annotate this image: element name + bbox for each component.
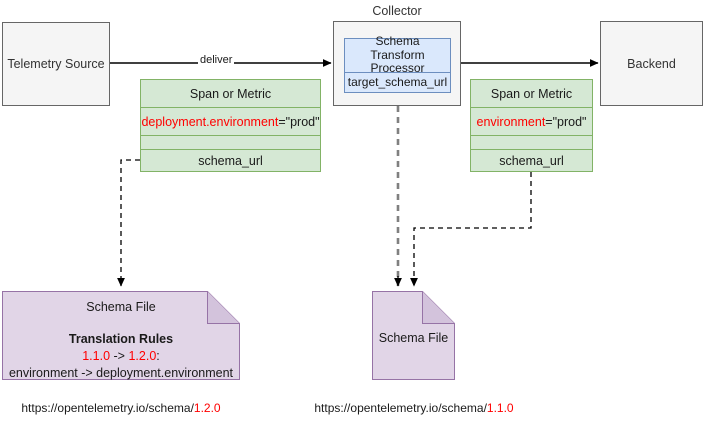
node-backend[interactable]: Backend: [600, 21, 703, 106]
span-after-blank-row: [471, 135, 592, 149]
backend-label: Backend: [627, 56, 676, 71]
schema-file-left-url-prefix: https://opentelemetry.io/schema/: [21, 401, 194, 415]
span-after-header: Span or Metric: [490, 86, 573, 101]
schema-file-middle-header: Schema File: [378, 331, 449, 345]
span-before-header: Span or Metric: [189, 86, 272, 101]
span-after-attribute: environment="prod": [471, 107, 592, 135]
processor-target-schema-url-field[interactable]: target_schema_url: [345, 72, 450, 93]
node-schema-file-left[interactable]: Schema File Translation Rules 1.1.0 -> 1…: [2, 291, 240, 380]
span-after-attribute-value: ="prod": [545, 114, 587, 129]
schema-file-left-url: https://opentelemetry.io/schema/1.2.0: [2, 401, 240, 415]
edge-span-after-to-schema-file: [410, 172, 532, 287]
schema-file-left-rules-title: Translation Rules: [68, 332, 174, 346]
schema-file-left-rules-colon: :: [156, 348, 160, 363]
span-before-schema-url: schema_url: [141, 149, 320, 171]
processor-title: Schema Transform Processor: [370, 33, 425, 76]
span-before-attribute: deployment.environment="prod": [141, 107, 320, 135]
schema-file-middle-shape: [372, 291, 455, 380]
schema-file-left-rules-arrow: ->: [110, 348, 129, 363]
schema-file-left-rules-body: environment -> deployment.environment: [8, 365, 234, 380]
span-before-attribute-key: deployment.environment: [141, 114, 279, 129]
node-telemetry-source[interactable]: Telemetry Source: [2, 22, 110, 106]
table-span-or-metric-before[interactable]: Span or Metric deployment.environment="p…: [140, 79, 321, 172]
schema-file-middle-url: https://opentelemetry.io/schema/1.1.0: [314, 401, 514, 415]
schema-file-middle-url-prefix: https://opentelemetry.io/schema/: [314, 401, 487, 415]
span-after-attribute-key: environment: [476, 114, 546, 129]
schema-file-left-header: Schema File: [86, 300, 156, 314]
schema-file-left-url-version: 1.2.0: [193, 401, 221, 415]
schema-file-left-rules-from: 1.1.0: [82, 348, 111, 363]
schema-file-left-shape: [2, 291, 240, 380]
schema-file-middle-url-version: 1.1.0: [486, 401, 514, 415]
span-after-schema-url: schema_url: [471, 149, 592, 171]
node-schema-transform-processor[interactable]: Schema Transform Processor target_schema…: [344, 33, 451, 93]
span-before-blank-row: [141, 135, 320, 149]
span-before-attribute-value: ="prod": [278, 114, 320, 129]
edge-label-deliver: deliver: [198, 54, 235, 66]
node-schema-file-middle[interactable]: Schema File: [372, 291, 455, 380]
schema-file-left-rules: Translation Rules 1.1.0 -> 1.2.0: enviro…: [2, 331, 240, 382]
edge-span-before-to-schema-file: [117, 159, 140, 287]
collector-title: Collector: [372, 4, 422, 18]
telemetry-source-label: Telemetry Source: [7, 57, 105, 71]
schema-file-left-rules-to: 1.2.0: [128, 348, 157, 363]
table-span-or-metric-after[interactable]: Span or Metric environment="prod" schema…: [470, 79, 593, 172]
